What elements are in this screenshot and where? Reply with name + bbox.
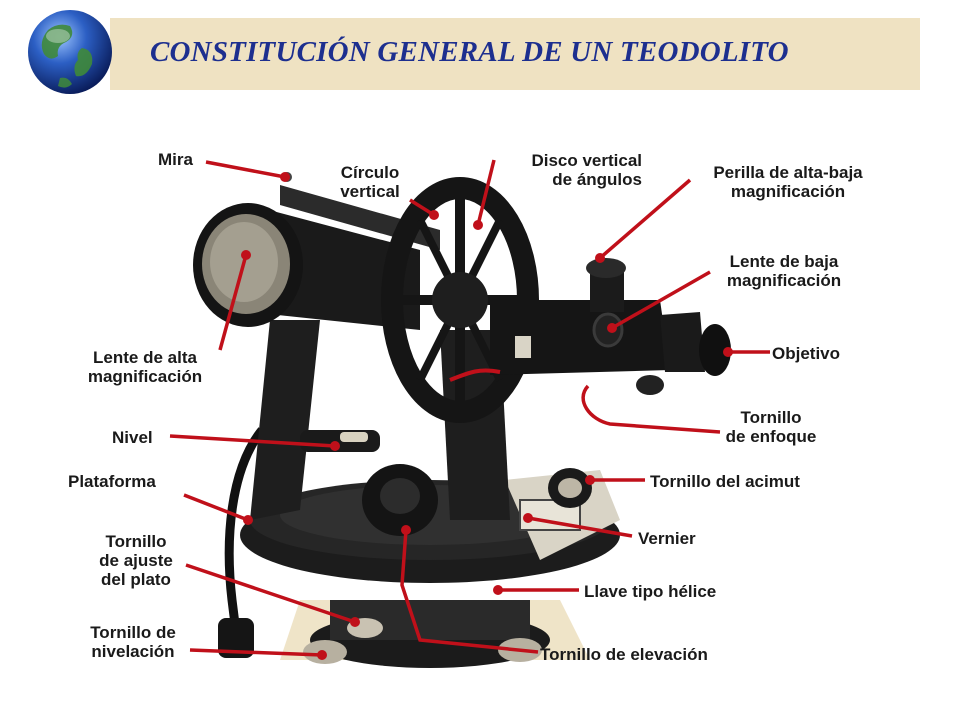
label-nivel: Nivel [112,428,153,447]
vernier-block [505,468,620,560]
label-tornillo-nivelacion: Tornillo de nivelación [90,623,176,661]
page-title: CONSTITUCIÓN GENERAL DE UN TEODOLITO [150,36,789,68]
elevation-knob [362,464,438,536]
standards [250,320,510,520]
label-lente-baja: Lente de baja magnificación [726,252,842,290]
label-tornillo-elevacion: Tornillo de elevación [540,645,708,664]
level-vial [300,430,380,452]
label-lente-alta: Lente de alta magnificación [87,348,203,386]
telescope-front [193,172,440,330]
label-tornillo-ajuste: Tornillo de ajuste del plato [99,532,173,589]
focus-knob [636,375,664,395]
leveling-screws [303,618,542,664]
globe-icon [28,10,112,94]
label-tornillo-enfoque: Tornillo de enfoque [725,408,817,446]
label-circulo-vertical: Círculo vertical [340,163,400,201]
label-vernier: Vernier [638,529,696,548]
cable-plug [218,618,254,658]
title-banner [110,18,920,90]
label-plataforma: Plataforma [68,472,156,491]
label-objetivo: Objetivo [772,344,841,363]
label-disco-vertical: Disco vertical de ángulos [531,151,642,189]
label-tornillo-acimut: Tornillo del acimut [650,472,800,491]
label-mira: Mira [158,150,193,169]
red-wire [449,368,501,382]
label-perilla: Perilla de alta-baja magnificación [713,163,863,201]
label-llave-helice: Llave tipo hélice [584,582,717,601]
leader-lines [169,159,770,660]
